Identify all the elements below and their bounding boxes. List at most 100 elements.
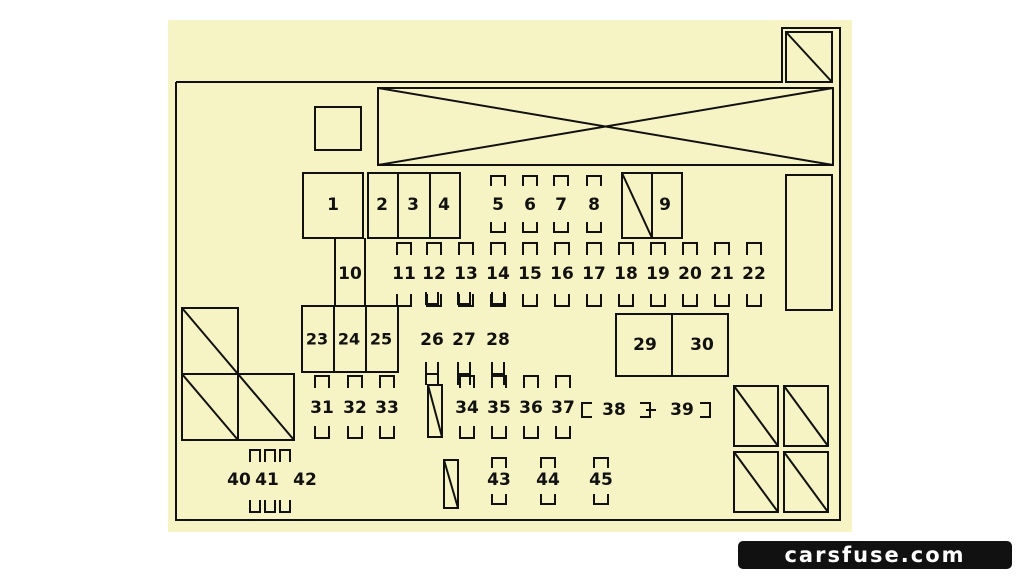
fuse-label-37: 37 bbox=[551, 398, 575, 418]
bracket-bot-r7-0 bbox=[491, 494, 507, 505]
bracket-top-r6-1 bbox=[264, 449, 276, 462]
fuse-label-39: 39 bbox=[670, 400, 694, 420]
small-square-relay bbox=[314, 106, 362, 151]
housing-outline bbox=[175, 27, 841, 521]
fuse-label-8: 8 bbox=[588, 195, 600, 215]
fuse-label-4: 4 bbox=[438, 195, 450, 215]
bracket-top-r4-0 bbox=[314, 375, 330, 388]
bracket-top-r2-10 bbox=[714, 242, 730, 255]
right-relay-d bbox=[783, 451, 829, 513]
fuse-label-3: 3 bbox=[407, 195, 419, 215]
bracket-bot-r2-8 bbox=[650, 294, 666, 307]
bracket-top-r1-1 bbox=[522, 175, 538, 186]
fuse-label-6: 6 bbox=[524, 195, 536, 215]
bracket-r3-2 bbox=[491, 292, 505, 305]
fuse-label-35: 35 bbox=[487, 398, 511, 418]
fuse-label-22: 22 bbox=[742, 264, 766, 284]
bracket-bot-r4-0 bbox=[314, 426, 330, 439]
right-relay-a bbox=[733, 385, 779, 447]
fuse-label-25: 25 bbox=[370, 330, 392, 349]
bracket-top-r4-2 bbox=[379, 375, 395, 388]
bracket-top-r4-1 bbox=[347, 375, 363, 388]
bracket-top-r1-0 bbox=[490, 175, 506, 186]
fuse-label-23: 23 bbox=[306, 330, 328, 349]
fuse-label-21: 21 bbox=[710, 264, 734, 284]
bracket-bot-r6-0 bbox=[249, 500, 261, 513]
fuse-label-15: 15 bbox=[518, 264, 542, 284]
fuse-block-2-4 bbox=[367, 172, 461, 239]
bracket-top-r6-2 bbox=[279, 449, 291, 462]
fuse-label-34: 34 bbox=[455, 398, 479, 418]
narrow-slot-a bbox=[427, 384, 443, 438]
fuse-box-outline bbox=[175, 27, 841, 521]
bracket-top-r1-2 bbox=[553, 175, 569, 186]
bracket-bot-r4-1 bbox=[347, 426, 363, 439]
fuse-label-16: 16 bbox=[550, 264, 574, 284]
narrow-slot-b bbox=[443, 459, 459, 509]
main-relay-block bbox=[377, 87, 834, 166]
fuse-label-9: 9 bbox=[659, 195, 671, 215]
bracket-top-r1-3 bbox=[586, 175, 602, 186]
fuse-label-13: 13 bbox=[454, 264, 478, 284]
bracket-r3-1 bbox=[457, 292, 471, 305]
fuse-label-19: 19 bbox=[646, 264, 670, 284]
fuse-label-30: 30 bbox=[690, 335, 714, 355]
watermark-box bbox=[738, 541, 1012, 569]
bracket-r3-0 bbox=[425, 292, 439, 305]
fuse-label-2: 2 bbox=[376, 195, 388, 215]
fuse-label-10: 10 bbox=[338, 264, 362, 284]
relay-block-23-25 bbox=[301, 305, 399, 373]
bracket-top-r6-0 bbox=[249, 449, 261, 462]
bracket-top-r5-1 bbox=[491, 375, 507, 388]
bracket-bot-r7-1 bbox=[540, 494, 556, 505]
bracket-top-r2-9 bbox=[682, 242, 698, 255]
watermark-text: carsfuse.com bbox=[784, 543, 965, 567]
fuse-label-41: 41 bbox=[255, 470, 279, 490]
bracket-top-r5-2 bbox=[523, 375, 539, 388]
bracket-top-r2-0 bbox=[396, 242, 412, 255]
fuse-h-1 bbox=[457, 362, 471, 385]
bracket-top-r2-8 bbox=[650, 242, 666, 255]
fuse-label-1: 1 bbox=[327, 195, 339, 215]
right-relay-c bbox=[733, 451, 779, 513]
fuse-block-1 bbox=[302, 172, 364, 239]
corner-relay bbox=[785, 31, 833, 83]
bracket-bot-r1-2 bbox=[553, 222, 569, 233]
bracket-bot-r2-0 bbox=[396, 294, 412, 307]
fuse-label-44: 44 bbox=[536, 470, 560, 490]
fuse-label-40: 40 bbox=[227, 470, 251, 490]
bracket-bot-r2-9 bbox=[682, 294, 698, 307]
fuse-label-36: 36 bbox=[519, 398, 543, 418]
fuse-label-32: 32 bbox=[343, 398, 367, 418]
bracket-top-r2-5 bbox=[554, 242, 570, 255]
bracket-top-r2-3 bbox=[490, 242, 506, 255]
bracket-bot-r2-6 bbox=[586, 294, 602, 307]
bracket-top-r7-0 bbox=[491, 457, 507, 468]
fuse-label-11: 11 bbox=[392, 264, 416, 284]
bracket-bot-r1-3 bbox=[586, 222, 602, 233]
fuse-label-29: 29 bbox=[633, 335, 657, 355]
bracket-bot-r2-11 bbox=[746, 294, 762, 307]
left-relay-c bbox=[237, 373, 295, 441]
bracket-bot-r5-1 bbox=[491, 426, 507, 439]
fuse-label-27: 27 bbox=[452, 330, 476, 350]
fuse-label-24: 24 bbox=[338, 330, 360, 349]
fuse-label-18: 18 bbox=[614, 264, 638, 284]
fuse-label-14: 14 bbox=[486, 264, 510, 284]
bracket-top-r2-1 bbox=[426, 242, 442, 255]
bracket-top-r2-7 bbox=[618, 242, 634, 255]
fuse-label-42: 42 bbox=[293, 470, 317, 490]
right-tall-relay bbox=[785, 174, 833, 311]
bracket-bot-r2-7 bbox=[618, 294, 634, 307]
bracket-bot-r6-2 bbox=[279, 500, 291, 513]
bracket-bot-r5-0 bbox=[459, 426, 475, 439]
fuse-label-7: 7 bbox=[555, 195, 567, 215]
bracket-bot-r5-3 bbox=[555, 426, 571, 439]
bracket-bot-r6-1 bbox=[264, 500, 276, 513]
bracket-bot-r1-1 bbox=[522, 222, 538, 233]
fuse-label-38: 38 bbox=[602, 400, 626, 420]
bracket-bot-r2-10 bbox=[714, 294, 730, 307]
bracket-top-r2-11 bbox=[746, 242, 762, 255]
bracket-top-r2-2 bbox=[458, 242, 474, 255]
